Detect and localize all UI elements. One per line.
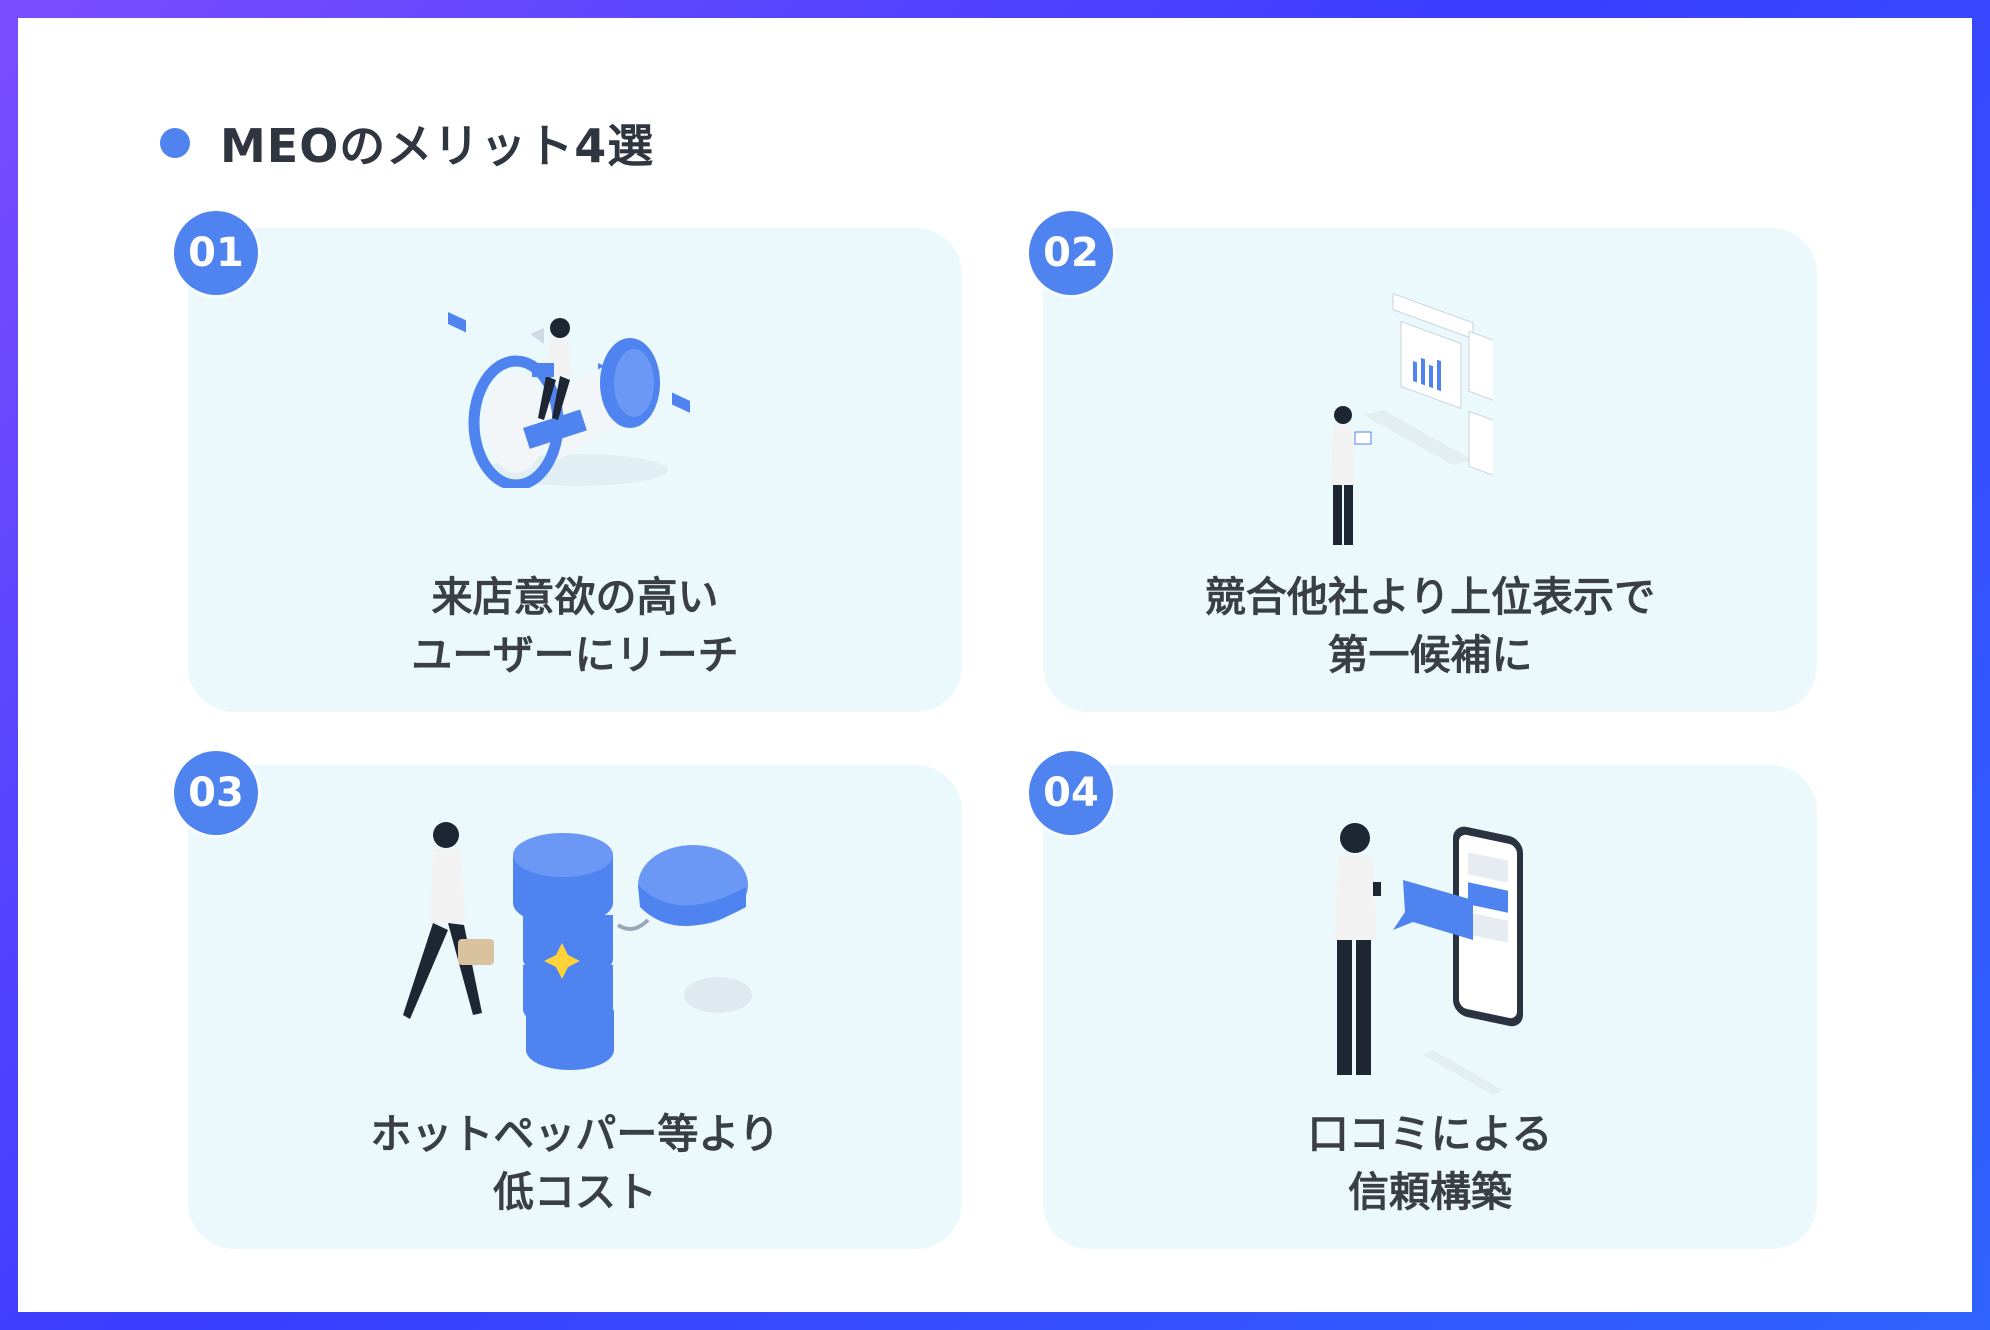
merit-card-3: ホットペッパー等より 低コスト	[188, 765, 962, 1249]
coin-cost-illustration	[403, 822, 752, 1070]
merit-card-1: 来店意欲の高い ユーザーにリーチ	[188, 228, 962, 712]
caption-line: 来店意欲の高い	[431, 573, 719, 621]
number-badge: 04	[1029, 751, 1113, 835]
megaphone-illustration	[448, 312, 690, 488]
caption-line: 競合他社より上位表示で	[1204, 573, 1656, 621]
caption-line: 第一候補に	[1327, 631, 1533, 679]
review-smartphone-illustration	[1335, 823, 1523, 1095]
caption-line: 信頼構築	[1348, 1168, 1512, 1216]
ranking-dashboard-illustration	[1331, 292, 1493, 545]
number-badge: 03	[174, 751, 258, 835]
card-caption: 来店意欲の高い ユーザーにリーチ	[188, 568, 962, 684]
card-caption: 競合他社より上位表示で 第一候補に	[1043, 568, 1817, 684]
caption-line: ホットペッパー等より	[370, 1110, 780, 1158]
bullet-dot-icon	[160, 128, 190, 158]
caption-line: ユーザーにリーチ	[411, 631, 739, 679]
caption-line: 口コミによる	[1307, 1110, 1553, 1158]
merit-card-2: 競合他社より上位表示で 第一候補に	[1043, 228, 1817, 712]
card-caption: ホットペッパー等より 低コスト	[188, 1105, 962, 1221]
caption-line: 低コスト	[493, 1168, 657, 1216]
page-title: MEOのメリット4選	[220, 119, 655, 173]
number-badge: 02	[1029, 211, 1113, 295]
card-caption: 口コミによる 信頼構築	[1043, 1105, 1817, 1221]
merit-card-4: 口コミによる 信頼構築	[1043, 765, 1817, 1249]
section-heading: MEOのメリット4選	[160, 108, 654, 178]
number-badge: 01	[174, 211, 258, 295]
